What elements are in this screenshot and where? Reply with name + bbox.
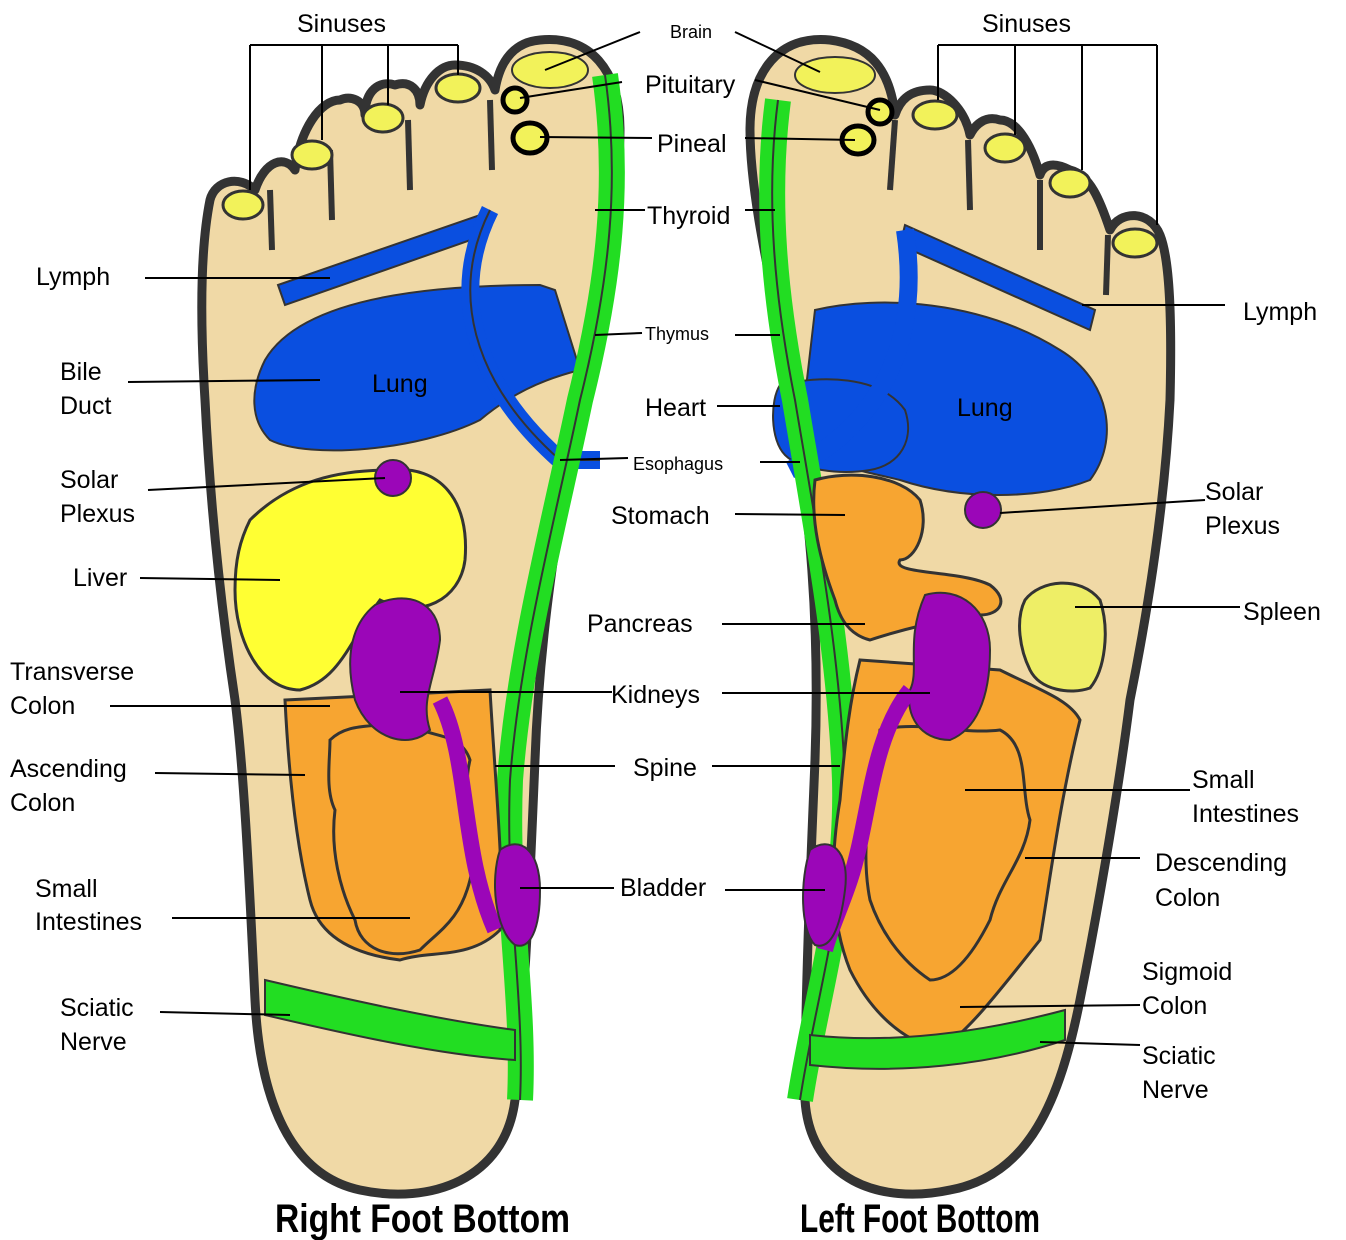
label-right-sciatic-nerve-1: Sciatic [60,994,134,1022]
right-toe-gap-3 [408,120,410,190]
label-right-solar-plexus-2: Plexus [60,500,135,528]
label-left-lymph: Lymph [1243,298,1317,326]
right-foot [202,40,620,1195]
left-spleen-zone [1020,583,1106,691]
label-right-sciatic-nerve-2: Nerve [60,1028,127,1056]
label-right-small-intestines-1: Small [35,875,98,903]
label-pancreas: Pancreas [587,610,693,638]
label-right-transverse-colon-1: Transverse [10,658,134,686]
label-right-sinuses: Sinuses [297,10,386,38]
label-left-solar-plexus-1: Solar [1205,478,1263,506]
right-pituitary-zone [503,88,527,112]
left-sinus-toe-1 [913,101,957,129]
left-brain-zone [795,57,875,93]
right-toe-gap-1 [270,190,272,250]
label-pineal: Pineal [657,130,727,158]
left-foot [750,40,1171,1195]
label-stomach: Stomach [611,502,710,530]
label-brain: Brain [670,22,712,42]
label-left-descending-colon-1: Descending [1155,849,1287,877]
right-sinus-toe-2 [292,141,332,169]
label-left-lung: Lung [957,394,1013,422]
label-right-transverse-colon-2: Colon [10,692,75,720]
label-thymus: Thymus [645,324,709,344]
label-right-ascending-colon-2: Colon [10,789,75,817]
label-left-small-intestines-2: Intestines [1192,800,1299,828]
label-left-spleen: Spleen [1243,598,1321,626]
label-left-descending-colon-2: Colon [1155,884,1220,912]
label-spine: Spine [633,754,697,782]
right-sinus-toe-1 [223,191,263,219]
right-sinus-toe-4 [436,74,480,102]
label-right-solar-plexus-1: Solar [60,466,118,494]
label-thyroid: Thyroid [647,202,730,230]
label-right-lymph: Lymph [36,263,110,291]
label-left-sigmoid-colon-2: Colon [1142,992,1207,1020]
right-toe-gap-4 [490,100,492,170]
left-toe-gap-2 [968,140,970,210]
left-pituitary-zone [868,100,892,124]
left-solar-plexus-zone [965,492,1001,528]
label-left-sciatic-nerve-1: Sciatic [1142,1042,1216,1070]
label-right-bile-duct-1: Bile [60,358,102,386]
label-left-sigmoid-colon-1: Sigmoid [1142,958,1232,986]
label-pituitary: Pituitary [645,71,736,99]
label-heart: Heart [645,394,706,422]
left-sinus-toe-3 [1050,169,1090,197]
left-toe-gap-4 [1106,235,1108,295]
label-right-bile-duct-2: Duct [60,392,111,420]
label-right-small-intestines-2: Intestines [35,908,142,936]
label-kidneys: Kidneys [611,681,700,709]
label-left-sciatic-nerve-2: Nerve [1142,1076,1209,1104]
left-sinus-toe-2 [985,134,1025,162]
label-left-small-intestines-1: Small [1192,766,1255,794]
left-sinus-toe-4 [1113,229,1157,257]
right-sinus-toe-3 [363,104,403,132]
label-left-solar-plexus-2: Plexus [1205,512,1280,540]
caption-right-foot: Right Foot Bottom [275,1197,570,1240]
label-right-liver: Liver [73,564,127,592]
label-esophagus: Esophagus [633,454,723,474]
label-left-sinuses: Sinuses [982,10,1071,38]
label-bladder: Bladder [620,874,706,902]
caption-left-foot: Left Foot Bottom [800,1197,1040,1240]
label-right-ascending-colon-1: Ascending [10,755,127,783]
label-right-lung: Lung [372,370,428,398]
